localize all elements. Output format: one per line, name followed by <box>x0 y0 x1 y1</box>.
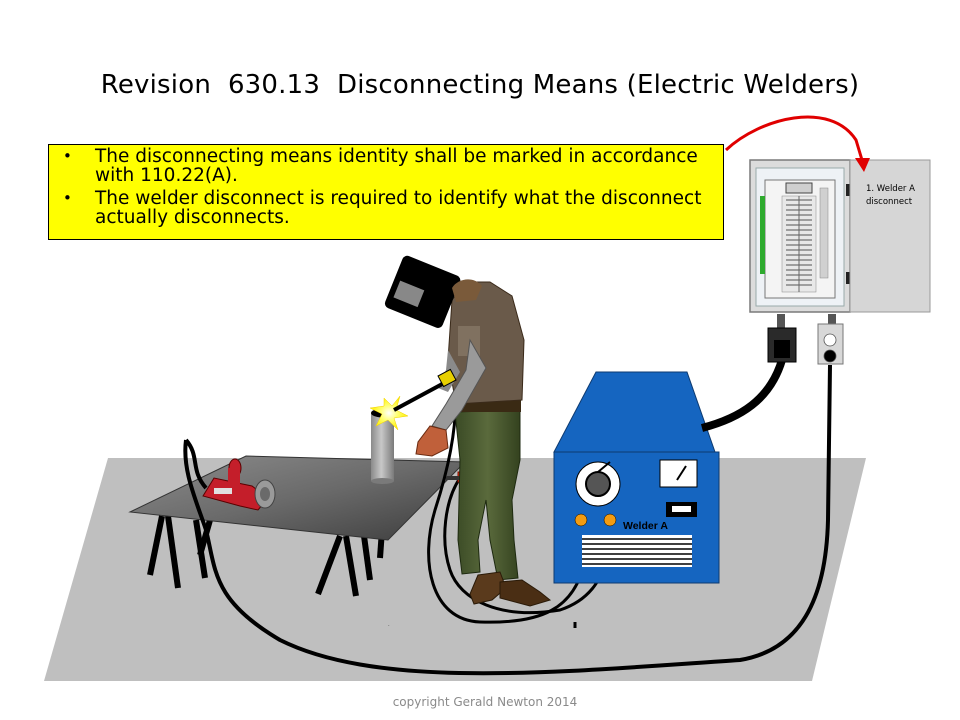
conduit-stub <box>828 314 836 326</box>
welding-machine: Welder A <box>553 371 720 584</box>
electrode-terminal <box>574 513 588 527</box>
work-terminal <box>603 513 617 527</box>
welding-helmet <box>384 255 461 328</box>
angle-grinder <box>202 458 276 511</box>
shop-floor <box>44 458 866 681</box>
electrode-lead <box>427 377 587 624</box>
floor-mark: . <box>388 622 390 628</box>
bullet-item: • The disconnecting means identity shall … <box>57 147 711 185</box>
bullet-text: The welder disconnect is required to ide… <box>95 188 702 228</box>
ground-bus-bar <box>760 196 765 274</box>
ammeter <box>659 459 698 488</box>
bullet-dot-icon: • <box>63 147 72 165</box>
bullet-callout-box: • The disconnecting means identity shall … <box>48 144 724 240</box>
callout-arrow <box>724 115 864 161</box>
nameplate <box>582 535 692 567</box>
copyright-text: copyright Gerald Newton 2014 <box>392 695 578 709</box>
panel-door <box>849 159 931 313</box>
welder-label: Welder A <box>623 520 668 532</box>
bullet-list: • The disconnecting means identity shall … <box>57 147 711 227</box>
ground-lead <box>443 477 610 615</box>
arrow-head-icon <box>855 158 870 172</box>
main-breaker <box>785 182 813 194</box>
panelboard <box>749 159 851 313</box>
welder-receptacle <box>767 327 797 363</box>
welder-person <box>384 255 552 607</box>
conduit-stub <box>777 314 785 330</box>
bullet-text: The disconnecting means identity shall b… <box>95 146 698 186</box>
panel-directory-line2: disconnect <box>866 197 913 207</box>
panel-directory-line1: 1. Welder A <box>866 184 915 194</box>
grinder-cord <box>183 364 832 676</box>
bullet-item: • The welder disconnect is required to id… <box>57 189 711 227</box>
welding-arc-spark <box>369 395 409 431</box>
duplex-receptacle <box>817 323 844 365</box>
slide-title: Revision 630.13 Disconnecting Means (Ele… <box>100 70 860 100</box>
grinder-cord-loop <box>184 438 208 490</box>
welder-supply-cord <box>700 358 786 432</box>
bullet-dot-icon: • <box>63 189 72 207</box>
